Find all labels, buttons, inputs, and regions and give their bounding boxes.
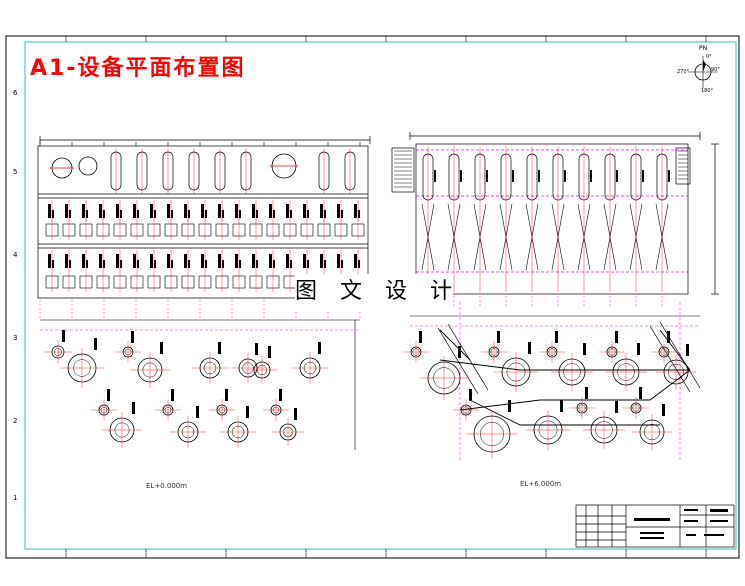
elevation-label-right: EL+6.000m [520,480,562,488]
left-equipment-circles [44,330,328,448]
row-label-5: 5 [13,168,17,176]
left-unit-rows [45,200,365,292]
row-label-4: 4 [13,251,18,259]
row-label-3: 3 [13,334,17,342]
left-bottom-plan [40,319,360,450]
drawing-title: A1-设备平面布置图 [30,56,246,81]
left-vessels [50,153,298,179]
inner-frame [24,41,737,550]
top-zone-ticks [65,36,707,558]
elevation-label-left: EL+0.000m [146,482,188,490]
right-plan-section [391,132,719,295]
right-filter-columns [421,146,670,308]
left-plan-section [37,136,371,299]
stair-hatching [394,150,688,188]
compass-north-label: PN [699,45,707,52]
right-bottom-plan [410,302,701,460]
title-block [575,504,735,548]
compass-angle-180: 180° [701,88,714,94]
compass-angle-270: 270° [677,69,690,75]
left-tank-row [110,148,356,194]
right-equipment-circles [403,331,696,458]
row-label-1: 1 [13,494,17,502]
compass-angle-90: 90° [711,67,720,73]
row-label-2: 2 [13,417,17,425]
watermark-text: 图 文 设 计 [295,274,453,310]
compass-rose [688,56,718,88]
compass-angle-0: 0° [706,54,712,60]
row-label-6: 6 [13,89,18,97]
outer-frame [5,35,740,559]
